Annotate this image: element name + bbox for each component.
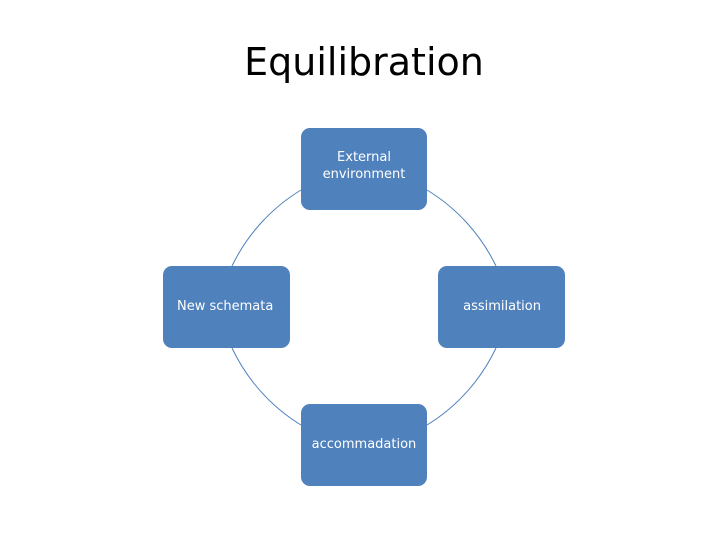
node-label: accommadation [311,436,417,452]
slide-title: Equilibration [244,40,484,84]
connector-top-right [426,189,497,267]
node-label: New schemata [177,298,274,314]
node-label: External environment [322,150,406,182]
node-label: assimilation [463,298,541,314]
node-external-environment[interactable]: External environment [301,128,427,210]
node-accommadation[interactable]: accommadation [301,404,427,486]
connector-bottom-left [231,347,302,426]
node-new-schemata[interactable]: New schemata [163,266,290,348]
connector-right-bottom [426,347,497,426]
node-assimilation[interactable]: assimilation [438,266,565,348]
connector-left-top [231,189,302,267]
